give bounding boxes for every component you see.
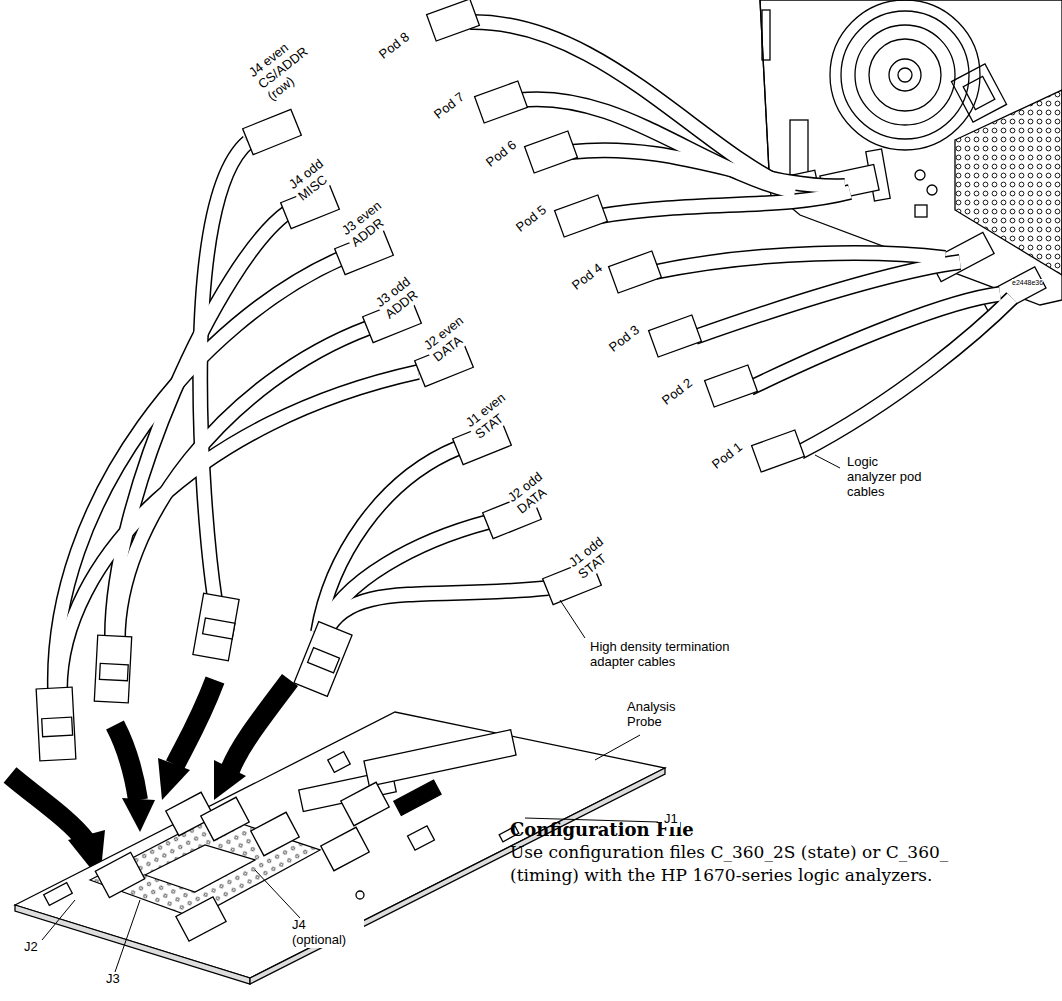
pod-label: Pod 6 [482,137,521,172]
pod-label: Pod 2 [658,375,697,410]
connector-label: J1 [662,812,680,827]
body-text: Use configuration files C_360_2S (state)… [510,843,948,863]
pod-label: Pod 7 [430,89,469,124]
pod-label: Pod 3 [605,322,644,357]
figure-id: e2448e36 [1012,279,1043,287]
callout-label: Logic analyzer pod cables [845,455,929,500]
cable-label: J4 even CS/ADDR (row) [245,29,325,105]
pod-label: Pod 8 [375,29,414,64]
pod-label: Pod 1 [708,439,747,474]
body-text: (timing) with the HP 1670-series logic a… [510,866,932,886]
adapter-cables [55,142,548,690]
connector-label: J4 (optional) [290,918,364,948]
connector-label: J3 [104,972,122,987]
leader-lines [42,455,840,972]
connector-label: J2 [22,940,40,955]
pod-label: Pod 5 [512,202,551,237]
callout-label: Analysis Probe [625,700,691,730]
pod-cables [470,22,1012,452]
pod-label: Pod 4 [568,260,607,295]
callout-label: High density termination adapter cables [588,640,742,670]
cable-connectors [243,0,805,605]
